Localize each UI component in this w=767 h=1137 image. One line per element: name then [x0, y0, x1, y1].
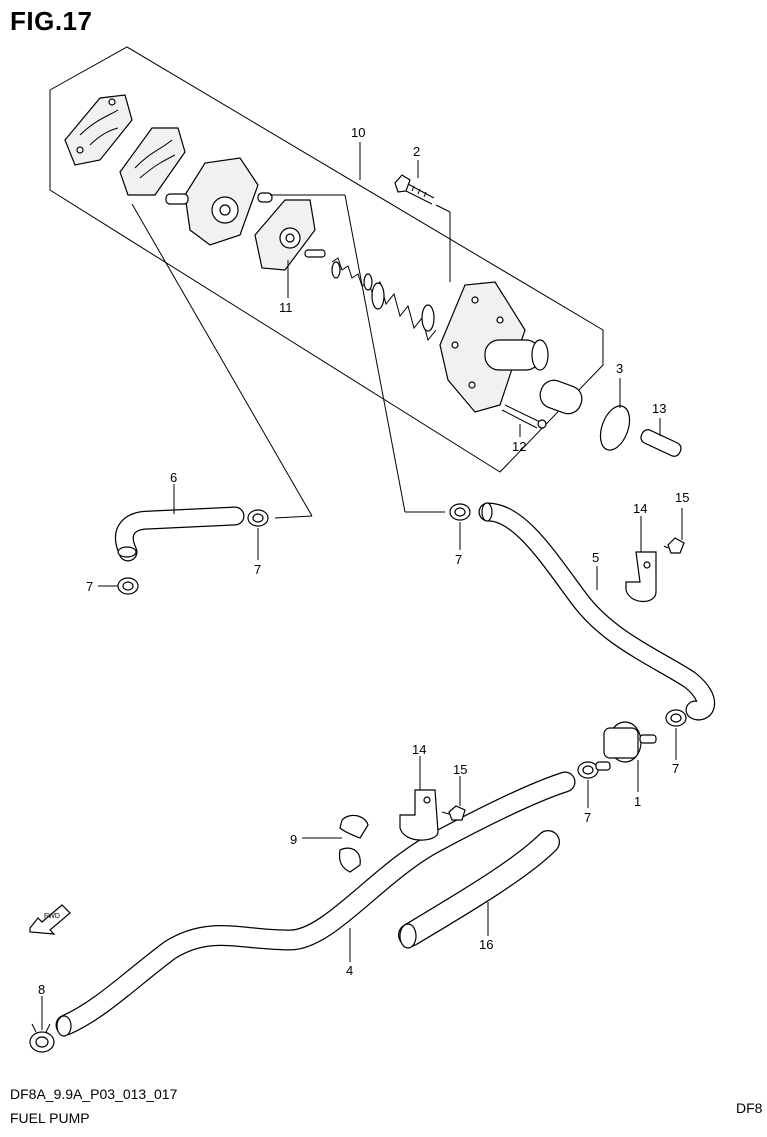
clamp-hose5-top [449, 503, 471, 521]
callout-1: 1 [634, 794, 641, 809]
callout-15-b: 15 [453, 762, 467, 777]
o-ring-part-3 [599, 405, 631, 451]
bolt-lower-part-15 [441, 805, 466, 821]
bolt-upper-part-15 [663, 537, 685, 554]
callout-7-e: 7 [584, 810, 591, 825]
clamp-hose6-bottom [117, 577, 139, 595]
callout-11: 11 [279, 300, 293, 315]
corner-code: DF8 [736, 1100, 763, 1116]
screw-part-12 [501, 404, 547, 429]
clamp-filter-inlet [577, 761, 599, 779]
clamp-part-8 [29, 1023, 55, 1053]
callout-16: 16 [479, 937, 493, 952]
callout-6: 6 [170, 470, 177, 485]
svg-text:FWD: FWD [44, 913, 60, 920]
callout-10: 10 [351, 125, 365, 140]
pump-gasket [119, 127, 186, 196]
spring-large [371, 280, 437, 342]
callout-9: 9 [290, 832, 297, 847]
figure-title: FIG.17 [10, 6, 93, 36]
fuel-filter-part-1 [595, 721, 657, 771]
callout-15-a: 15 [675, 490, 689, 505]
hose-part-6 [114, 506, 245, 562]
diaphragm-part-11 [254, 199, 326, 271]
diagram-code: DF8A_9.9A_P03_013_017 [10, 1086, 178, 1102]
pump-body [165, 157, 273, 246]
assembly-boundary [49, 46, 604, 473]
callout-7-a: 7 [254, 562, 261, 577]
forward-arrow-icon: FWD [29, 904, 71, 935]
hose-clip-lower-part-14 [399, 789, 439, 841]
callout-7-d: 7 [672, 761, 679, 776]
clamp-hose6-end [247, 509, 269, 527]
callout-5: 5 [592, 550, 599, 565]
callout-2: 2 [413, 144, 420, 159]
pin-part-13 [640, 429, 682, 457]
callout-3: 3 [616, 361, 623, 376]
callout-7-c: 7 [455, 552, 462, 567]
plunger [539, 379, 583, 415]
spring-small [331, 257, 373, 293]
pump-housing [439, 281, 549, 413]
hose-clip-upper-part-14 [625, 551, 657, 603]
callout-14-b: 14 [412, 742, 426, 757]
hose-part-5 [478, 502, 716, 721]
callout-14-a: 14 [633, 501, 647, 516]
clamp-hose5-bottom [665, 709, 687, 727]
callout-13: 13 [652, 401, 666, 416]
bolt-part-2 [394, 174, 435, 205]
hose-guide-part-9 [338, 814, 369, 873]
pump-cover [64, 94, 133, 166]
hose-part-4 [55, 771, 576, 1037]
hose-part-16 [398, 830, 560, 949]
callout-8: 8 [38, 982, 45, 997]
diagram-caption: FUEL PUMP [10, 1110, 90, 1126]
callout-12: 12 [512, 439, 526, 454]
callout-4: 4 [346, 963, 353, 978]
callout-7-b: 7 [86, 579, 93, 594]
